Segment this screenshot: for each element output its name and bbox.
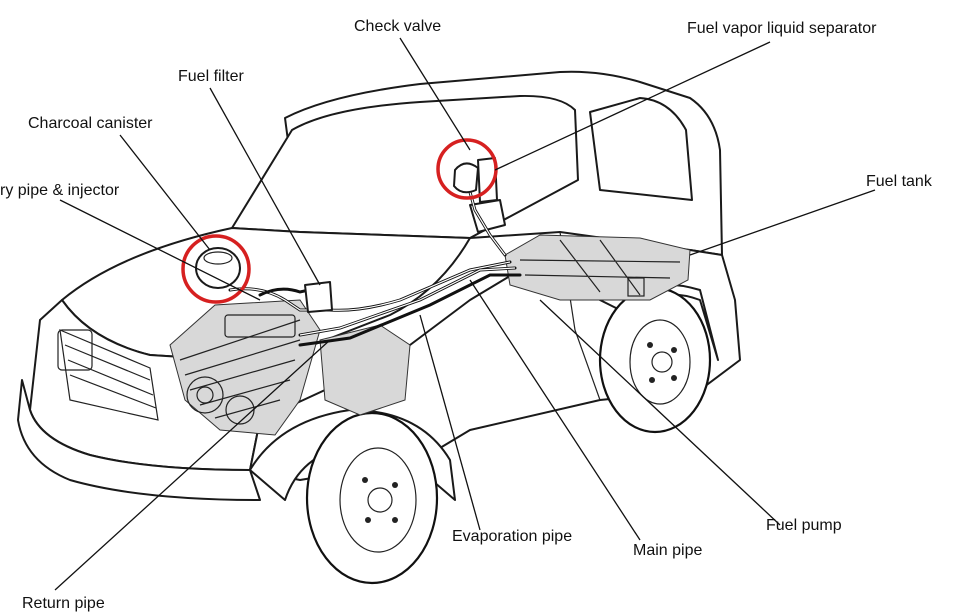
label-check-valve: Check valve xyxy=(354,18,442,35)
vehicle-bumper xyxy=(17,379,261,501)
engine-block xyxy=(169,299,321,436)
vehicle-headlight xyxy=(57,329,93,371)
leader-lines xyxy=(54,37,876,591)
fuel-tank xyxy=(504,234,691,301)
fuel-vapor-separator xyxy=(477,157,498,203)
label-fuel-filter: Fuel filter xyxy=(178,68,244,85)
front-wheel xyxy=(305,411,439,585)
label-fuel-pump: Fuel pump xyxy=(766,517,842,534)
charcoal-canister xyxy=(195,247,241,289)
vehicle-grille xyxy=(59,329,159,421)
label-fuel-tank: Fuel tank xyxy=(866,173,932,190)
fuel-filter xyxy=(304,281,333,313)
check-valve xyxy=(453,162,479,194)
label-evaporation-pipe: Evaporation pipe xyxy=(452,528,573,545)
transmission xyxy=(319,324,411,416)
label-fuel-vapor-liquid-separator: Fuel vapor liquid separator xyxy=(687,20,877,37)
rear-wheel xyxy=(598,286,712,434)
label-main-pipe: Main pipe xyxy=(633,542,703,559)
highlight-charcoal-canister xyxy=(181,234,251,304)
vehicle-side-window xyxy=(589,97,693,201)
label-return-pipe: Return pipe xyxy=(22,595,105,612)
label-delivery-pipe-injector: ry pipe & injector xyxy=(0,182,120,199)
label-charcoal-canister: Charcoal canister xyxy=(28,115,153,132)
